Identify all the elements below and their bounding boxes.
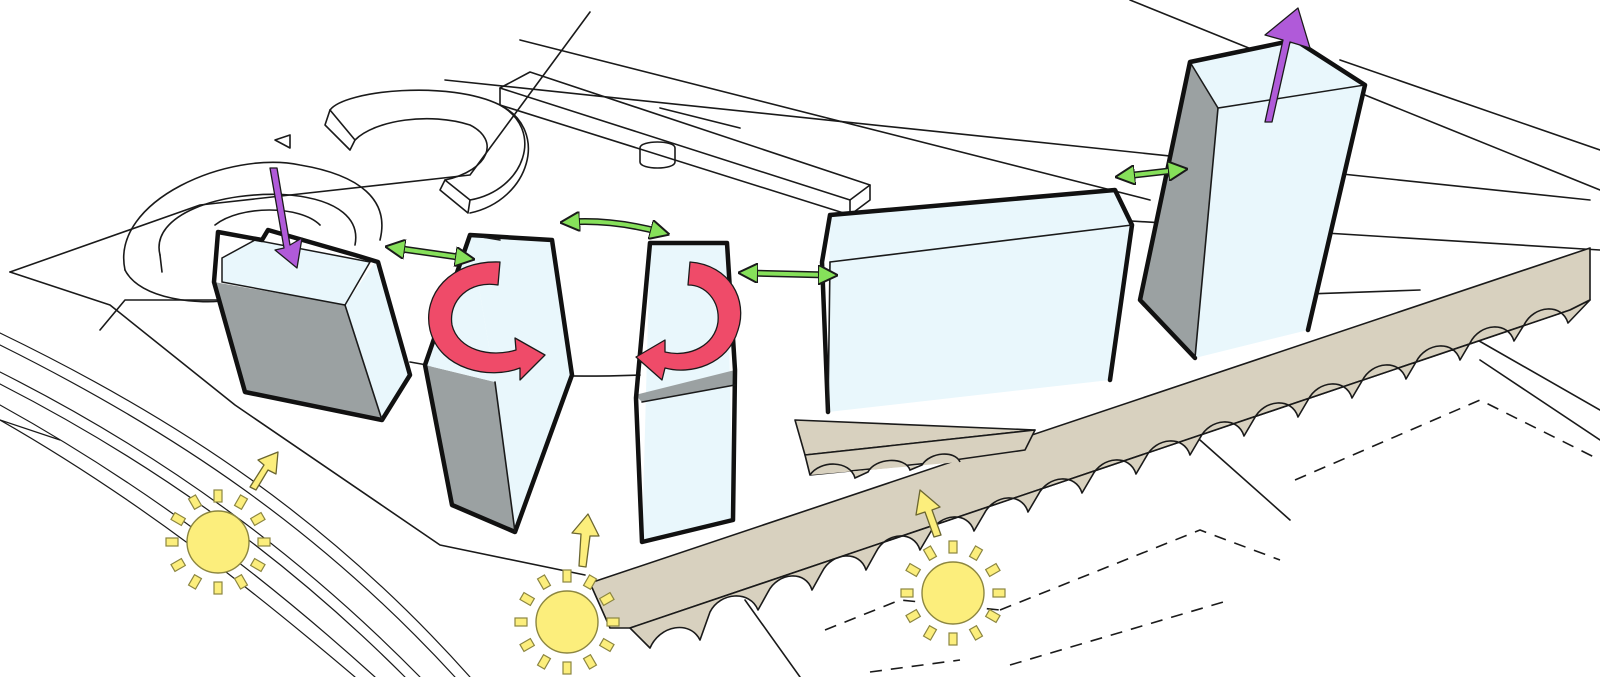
viaduct-branch-side	[804, 429, 1036, 476]
block-1-roof	[221, 239, 372, 306]
site-boundary-line	[9, 11, 591, 273]
future-plot-outline	[999, 529, 1281, 611]
view-arrow-icon	[570, 221, 660, 232]
tower-5-edge	[1194, 107, 1219, 359]
rail-track-line	[0, 332, 471, 677]
block-3-edge	[641, 384, 736, 403]
ground-line	[1459, 329, 1600, 411]
ring-podium	[158, 193, 357, 256]
rail-track-line	[0, 419, 356, 677]
ground-line	[744, 599, 801, 677]
street-line	[519, 39, 1151, 201]
view-arrows	[395, 170, 1178, 275]
height-arrow-icon	[269, 167, 303, 269]
ring-podium	[214, 209, 321, 226]
tower-5-shadow-face	[1140, 62, 1218, 358]
ring-podium	[122, 161, 383, 271]
tower-5-light-face	[1195, 85, 1365, 358]
view-arrow-icon	[1125, 170, 1178, 176]
future-plot-outline	[1009, 599, 1231, 666]
ground-line	[1199, 439, 1291, 521]
long-slab-building	[849, 184, 871, 216]
rail-track-line	[0, 344, 456, 677]
block-2-edge	[469, 234, 501, 241]
block-2-light-face	[470, 235, 572, 532]
rotation-arrow-icon	[635, 261, 742, 381]
c-shaped-building	[329, 89, 526, 201]
sun-icon	[900, 540, 1006, 646]
block-1-shadow-face	[214, 282, 382, 420]
ground-line	[1479, 359, 1600, 441]
height-arrow-icon	[1264, 7, 1311, 123]
street-line	[444, 79, 1591, 201]
site-boundary-line	[99, 299, 236, 331]
block-3	[633, 240, 738, 545]
rotation-arrow-icon	[428, 261, 546, 381]
block-4-edge	[829, 224, 1133, 263]
sun-icon	[165, 489, 271, 595]
block-3-outline	[633, 240, 738, 545]
viaduct	[589, 247, 1591, 649]
long-slab-building	[659, 107, 741, 129]
block-2-shadow-face	[425, 365, 515, 532]
future-plot-outline	[869, 659, 961, 673]
block-4	[819, 187, 1135, 415]
block-2-edge	[494, 381, 516, 533]
block-1-light-face	[345, 262, 410, 420]
street-line	[1129, 0, 1600, 191]
viaduct-arches	[629, 299, 1591, 649]
tower-5	[1137, 37, 1368, 361]
ground-line	[0, 419, 61, 441]
block-1-edge	[344, 304, 383, 421]
block-1-outline	[211, 227, 413, 423]
context-marker	[274, 134, 291, 149]
rail-track-line	[0, 371, 421, 677]
block-3-dark-strip	[635, 370, 735, 402]
block-4-outline	[819, 187, 1135, 415]
c-shaped-building	[469, 104, 529, 214]
site-boundary-line	[9, 271, 586, 576]
ring-podium	[159, 254, 163, 273]
block-1	[211, 227, 413, 423]
block-4-edge	[827, 261, 831, 413]
view-arrow-icon	[748, 273, 828, 275]
sun-icon	[514, 569, 620, 675]
sun-arrows	[249, 451, 942, 568]
c-shaped-building	[324, 109, 356, 151]
viaduct-branch-arches	[809, 453, 961, 480]
long-slab-building	[639, 141, 676, 169]
street-line	[1339, 59, 1600, 151]
c-shaped-building	[439, 179, 471, 214]
sun-arrow-icon	[249, 451, 279, 491]
block-4-light-face	[828, 190, 1132, 412]
view-arrow-icon	[395, 248, 465, 258]
future-plot-outline	[1294, 399, 1600, 481]
tower-5-outline	[1137, 37, 1368, 361]
sun-arrow-icon	[915, 489, 942, 538]
sun-arrow-icon	[571, 513, 600, 568]
